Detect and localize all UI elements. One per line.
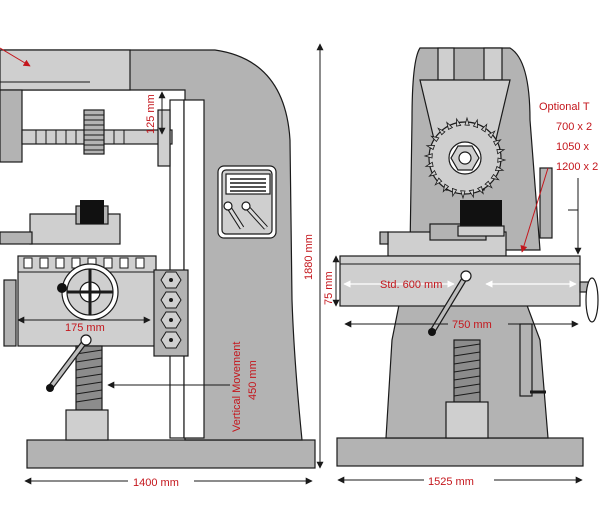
- cutter-tooth: [487, 130, 496, 139]
- cutter-teeth: [423, 116, 507, 200]
- cutter-tooth: [434, 177, 443, 186]
- cutter-tooth: [497, 157, 507, 163]
- side-view: 125 mm: [0, 43, 324, 489]
- cutter-tooth: [456, 117, 462, 127]
- cutter-tooth: [425, 144, 436, 151]
- cutter-tooth: [437, 127, 446, 136]
- front-base: [336, 437, 584, 467]
- elevating-screw: [75, 345, 103, 411]
- side-column: [0, 49, 303, 441]
- cutter-tooth: [490, 173, 500, 181]
- cutter-tooth: [464, 116, 470, 126]
- column-ways: [169, 99, 185, 439]
- cutter-tooth: [442, 183, 450, 193]
- arbor-support: [0, 89, 23, 163]
- height-label: 1880 mm: [303, 234, 315, 280]
- panel-levers: [223, 201, 268, 230]
- vertical-movement-value: 450 mm: [247, 360, 259, 400]
- std-table-label: Std. 600 mm: [380, 279, 442, 291]
- side-workpiece: [80, 200, 104, 224]
- optional-size-1: 700 x 2: [556, 121, 592, 133]
- spindle-gap-label: 125 mm: [145, 94, 157, 134]
- vertical-movement-label: Vertical Movement: [231, 342, 243, 432]
- optional-table-pointer: [520, 167, 549, 253]
- cutter-tooth: [480, 123, 488, 133]
- cutter-tooth: [460, 190, 466, 200]
- overarm-top: [0, 49, 131, 91]
- table-height-label: 75 mm: [323, 271, 335, 305]
- cutter-tooth: [494, 165, 505, 172]
- front-view: Std. 600 mm 750 mm 75 mm Optional T 700 …: [323, 47, 599, 488]
- cutter-tooth: [468, 189, 474, 199]
- overarm-pointer: [0, 47, 31, 67]
- side-width-label: 1400 mm: [133, 477, 179, 489]
- cutter-tooth: [424, 161, 434, 167]
- optional-size-2: 1050 x: [556, 141, 590, 153]
- cutter-tooth: [496, 149, 506, 155]
- side-base: [26, 439, 316, 469]
- front-width-label: 1525 mm: [428, 476, 474, 488]
- front-workpiece: [460, 200, 502, 228]
- cutter-tooth: [451, 187, 458, 198]
- cutter-tooth: [484, 180, 493, 189]
- cutter-tooth: [428, 169, 437, 177]
- side-cutter: [83, 109, 105, 155]
- cutter-tooth: [493, 139, 502, 147]
- cutter-tooth: [430, 135, 440, 143]
- travel-label: 750 mm: [452, 319, 492, 331]
- cross-travel-label: 175 mm: [65, 322, 105, 334]
- cutter-tooth: [476, 186, 484, 195]
- optional-table-title: Optional T: [539, 101, 590, 113]
- cutter-tooth: [472, 118, 479, 129]
- cutter-tooth: [446, 121, 454, 130]
- cutter-tooth: [423, 153, 433, 159]
- optional-size-3: 1200 x 2: [556, 161, 598, 173]
